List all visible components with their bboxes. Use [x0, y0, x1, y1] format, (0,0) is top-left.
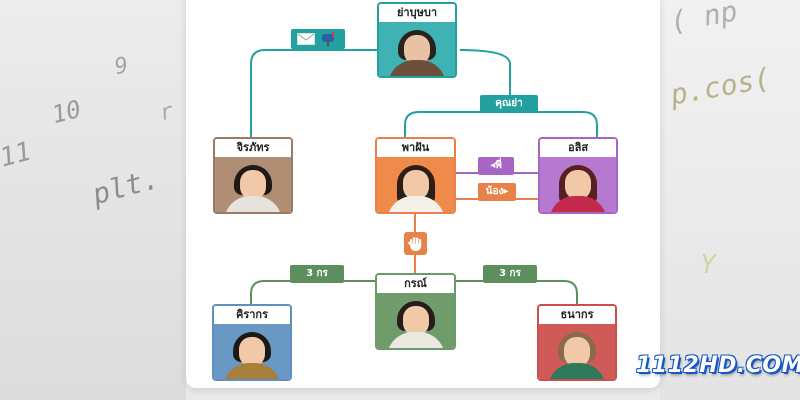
character-pafun[interactable]: พาฝัน	[375, 137, 456, 214]
envelope-icon	[297, 33, 315, 45]
line-khunya-bar	[404, 111, 598, 137]
character-tanakorn[interactable]: ธนากร	[537, 304, 617, 381]
letter-badge	[291, 29, 345, 49]
character-photo	[377, 293, 454, 348]
character-name: อลิส	[540, 139, 616, 157]
character-grandma[interactable]: ย่าบุษบา	[377, 2, 457, 78]
mailbox-icon	[322, 32, 334, 46]
character-photo	[377, 157, 454, 212]
character-kirakorn[interactable]: คิรากร	[212, 304, 292, 381]
watermark-logo: 1112HD.COM	[636, 353, 800, 378]
character-photo	[539, 324, 615, 379]
character-korn[interactable]: กรณ์	[375, 273, 456, 350]
line-grandma-down	[459, 49, 511, 104]
character-name: กรณ์	[377, 275, 454, 293]
line-korn-tanakorn	[456, 280, 578, 304]
character-name: ย่าบุษบา	[379, 4, 455, 22]
badge-nong: น้อง▸	[478, 183, 516, 201]
character-photo	[214, 324, 290, 379]
background-code-right: ( np p.cos( Y	[660, 0, 800, 400]
badge-left-3korn: 3 กร	[290, 265, 344, 283]
character-name: คิรากร	[214, 306, 290, 324]
character-name: ธนากร	[539, 306, 615, 324]
character-photo	[215, 157, 291, 212]
line-grandma-jirapat	[250, 49, 378, 137]
background-code-left: 9 10 r 11 plt.	[0, 0, 186, 400]
character-name: พาฝัน	[377, 139, 454, 157]
hand-badge	[404, 232, 427, 255]
line-korn-kirakorn	[250, 280, 377, 304]
code-text: Y	[700, 250, 716, 280]
badge-right-3korn: 3 กร	[483, 265, 537, 283]
character-jirapat[interactable]: จิรภัทร	[213, 137, 293, 214]
hand-icon	[407, 237, 422, 251]
badge-pee: ◂พี่	[478, 157, 514, 175]
character-name: จิรภัทร	[215, 139, 291, 157]
character-photo	[540, 157, 616, 212]
character-photo	[379, 22, 455, 76]
character-alis[interactable]: อลิส	[538, 137, 618, 214]
badge-khun-ya: คุณย่า	[480, 95, 538, 113]
